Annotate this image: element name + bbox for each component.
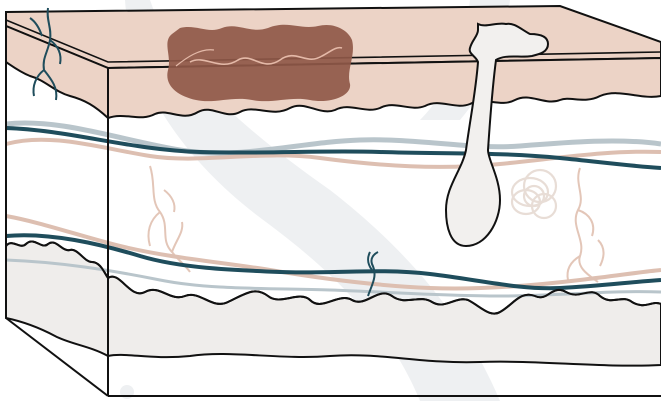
sweat-gland bbox=[512, 170, 556, 218]
fat-layer-side bbox=[6, 241, 108, 356]
upper-vessels bbox=[6, 123, 661, 168]
pigmented-lesion bbox=[167, 25, 353, 101]
